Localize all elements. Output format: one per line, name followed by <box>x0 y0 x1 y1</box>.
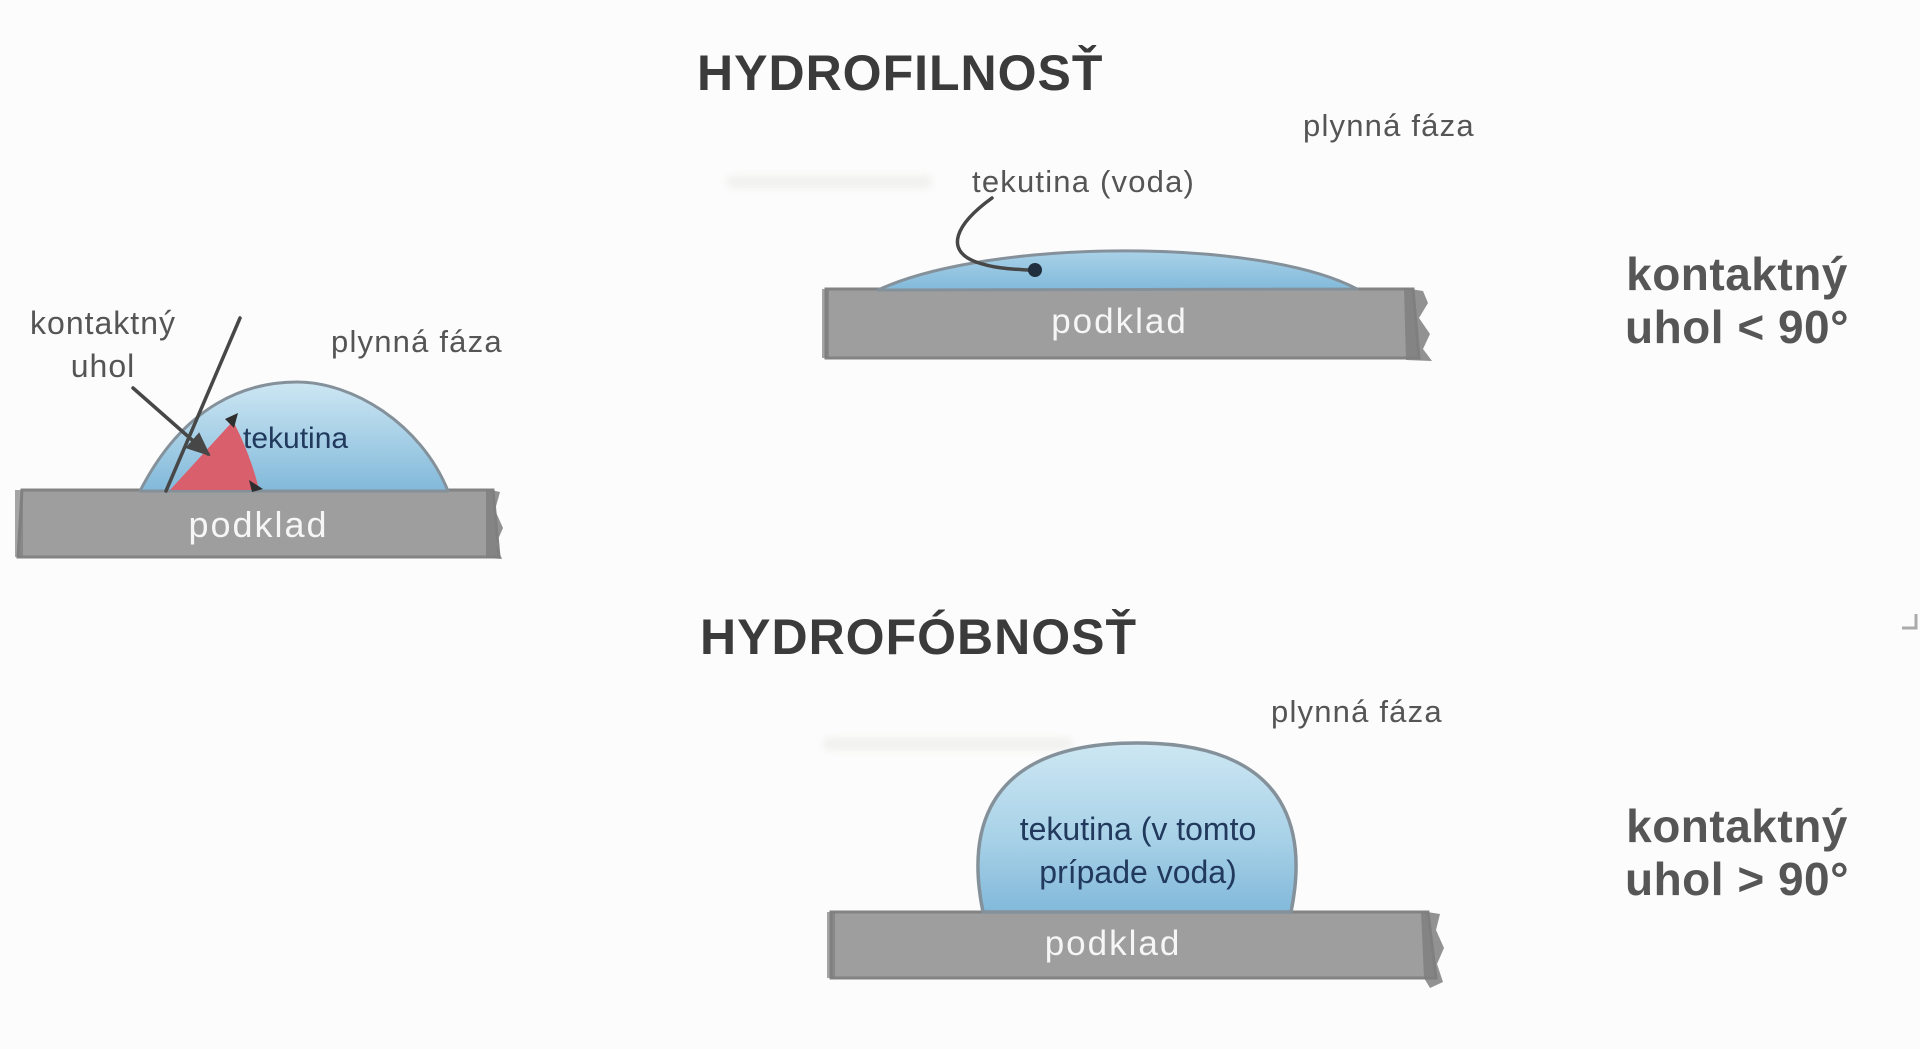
hydrophilic-droplet <box>876 249 1359 292</box>
contact-angle-label-line2: uhol <box>70 348 136 384</box>
detail-substrate-left-end <box>15 490 23 557</box>
contact-angle-label-line1: kontaktný <box>30 305 176 341</box>
contact-angle-detail-diagram <box>15 316 503 559</box>
angle-arc-arrowhead-bottom <box>249 480 263 492</box>
angle-arc-arrowhead-top <box>225 413 238 428</box>
hydrophobic-droplet <box>976 741 1298 914</box>
angle-note-hydrophobic: kontaktný uhol > 90° <box>1562 800 1912 906</box>
smudge-artifact-bottom <box>823 738 1073 750</box>
liquid-label-hydrophobic-line2: prípade voda) <box>1039 854 1237 890</box>
liquid-label-hydrophilic: tekutina (voda) <box>972 164 1196 199</box>
smudge-artifact-top <box>727 176 932 188</box>
liquid-label-detail: tekutina <box>243 422 349 455</box>
gas-phase-label-hydrophilic: plynná fáza <box>1303 108 1475 143</box>
hydrophobic-title: HYDROFÓBNOSŤ <box>700 609 1137 665</box>
hydrophilic-substrate-right-end <box>1404 288 1432 361</box>
angle-note-line2: uhol > 90° <box>1624 853 1850 905</box>
angle-note-line1: kontaktný <box>1626 248 1848 300</box>
liquid-label-hydrophobic-line1: tekutina (v tomto <box>1019 811 1257 847</box>
hydrophilic-substrate-left-end <box>822 289 829 358</box>
contact-angle-wedge <box>170 421 259 490</box>
substrate-label-detail: podklad <box>188 504 329 545</box>
hydrophilic-title: HYDROFILNOSŤ <box>697 45 1104 101</box>
angle-note-line2: uhol < 90° <box>1624 301 1850 353</box>
liquid-label-hydrophobic: tekutina (v tomto prípade voda) <box>985 808 1291 894</box>
hydrophobic-diagram <box>827 741 1444 988</box>
liquid-pointer-dot <box>1028 263 1042 277</box>
angle-note-line1: kontaktný <box>1626 800 1848 852</box>
hydrophobic-substrate-left-end <box>827 912 835 978</box>
angle-pointer-line <box>131 386 211 457</box>
contact-angle-label: kontaktný uhol <box>18 302 188 388</box>
substrate-label-hydrophilic: podklad <box>1051 302 1188 341</box>
angle-note-hydrophilic: kontaktný uhol < 90° <box>1562 248 1912 354</box>
gas-phase-label-hydrophobic: plynná fáza <box>1271 694 1443 729</box>
tangent-line <box>164 316 242 493</box>
liquid-pointer-arrow <box>955 196 1030 272</box>
hydrophobic-substrate-right-end <box>1421 911 1444 988</box>
hydrophilic-diagram <box>822 196 1432 361</box>
edge-tick-artifact <box>1902 614 1918 630</box>
gas-phase-label-detail: plynná fáza <box>331 324 503 359</box>
detail-substrate-right-end <box>486 489 503 559</box>
substrate-label-hydrophobic: podklad <box>1044 924 1182 963</box>
